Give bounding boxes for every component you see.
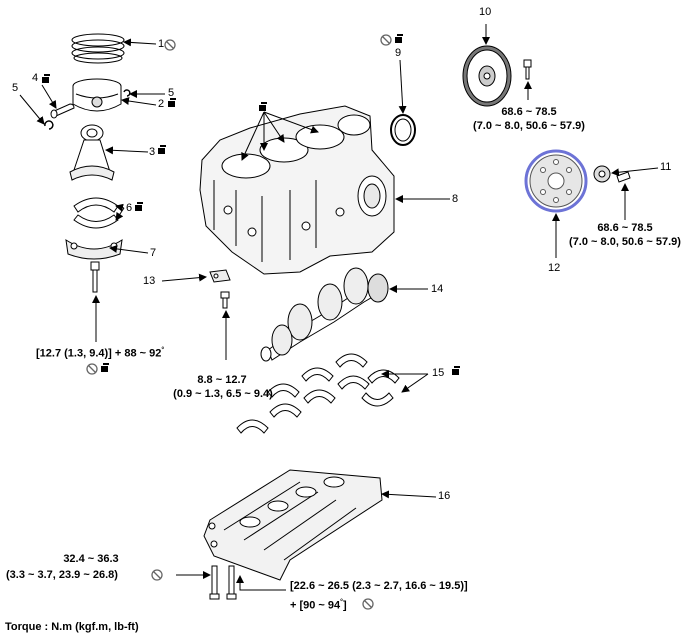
- oil-icon-4: [42, 74, 50, 83]
- piston: [72, 78, 122, 112]
- crankshaft: [260, 267, 389, 362]
- no-reuse-icon-1: [164, 39, 176, 51]
- ladder-frame-bolts: [209, 565, 237, 600]
- piston-pin: [50, 103, 75, 119]
- main-bearings: [236, 353, 400, 434]
- oil-icon-block: [259, 102, 267, 111]
- leader-lines: [19, 24, 659, 591]
- adapter-plate: [593, 165, 611, 183]
- callout-7: 7: [150, 247, 157, 259]
- torque-driveplate-line2: (7.0 ~ 8.0, 50.6 ~ 57.9): [569, 236, 681, 248]
- torque-ladder-small-line1: 32.4 ~ 36.3: [63, 553, 119, 565]
- snap-ring-right: [123, 89, 131, 97]
- no-reuse-icon-ladder-small: [151, 569, 163, 581]
- oil-icon-3: [158, 145, 166, 154]
- oil-jet-bolt: [220, 291, 230, 309]
- conrod-cap-bolt: [90, 261, 100, 293]
- oil-icon-6: [135, 202, 143, 211]
- flywheel: [462, 45, 512, 107]
- callout-2: 2: [158, 98, 165, 110]
- callout-14: 14: [431, 283, 444, 295]
- torque-driveplate-line1: 68.6 ~ 78.5: [597, 222, 653, 234]
- drive-plate: [524, 149, 588, 213]
- bracket-close: ]: [342, 599, 347, 612]
- no-reuse-icon-ladder-big: [362, 598, 374, 610]
- oil-icon-15: [452, 366, 460, 375]
- no-reuse-icon-9: [380, 34, 392, 46]
- callout-16: 16: [438, 490, 451, 502]
- torque-units-footer: Torque : N.m (kgf.m, lb-ft): [5, 621, 139, 633]
- conrod-bearings: [73, 197, 119, 229]
- callout-1: 1: [158, 38, 165, 50]
- cylinder-block: [199, 105, 395, 275]
- no-reuse-icon-conrod: [86, 363, 98, 375]
- no-reuse-icons: [86, 34, 392, 610]
- torque-oiljet-line1: 8.8 ~ 12.7: [197, 374, 247, 386]
- piston-oil-jet: [209, 269, 231, 283]
- torque-ladder-big-line2: + [90 ~ 94°]: [290, 596, 347, 613]
- torque-ladder-small-line2: (3.3 ~ 3.7, 23.9 ~ 26.8): [6, 569, 118, 581]
- degree-sign-ladder: °: [340, 599, 343, 606]
- callout-11: 11: [660, 161, 672, 173]
- torque-conrod-cap: [12.7 (1.3, 9.4)] + 88 ~ 92°: [36, 344, 164, 361]
- conrod-cap: [65, 238, 123, 260]
- torque-conrod-cap-value: [12.7 (1.3, 9.4)] + 88 ~ 92: [36, 347, 162, 360]
- piston-rings: [71, 33, 125, 64]
- snap-ring-left: [44, 120, 54, 130]
- connecting-rod: [69, 124, 115, 181]
- callout-9: 9: [395, 47, 402, 59]
- callout-3: 3: [149, 146, 156, 158]
- bedplate-ladder-frame: [203, 469, 383, 581]
- oil-icon-2: [168, 98, 176, 107]
- rear-oil-seal: [390, 114, 416, 146]
- degree-sign: °: [161, 347, 165, 354]
- torque-flywheel-line1: 68.6 ~ 78.5: [501, 106, 557, 118]
- oil-icon-9: [395, 34, 403, 43]
- oil-icon-conrod: [101, 363, 109, 372]
- callout-5-left: 5: [12, 82, 19, 94]
- callout-13: 13: [143, 275, 156, 287]
- callout-10: 10: [479, 6, 492, 18]
- torque-flywheel-line2: (7.0 ~ 8.0, 50.6 ~ 57.9): [473, 120, 585, 132]
- torque-ladder-big-value: + [90 ~ 94: [290, 599, 341, 612]
- callout-6: 6: [126, 202, 133, 214]
- callout-5-right: 5: [168, 87, 175, 99]
- callout-4: 4: [32, 72, 39, 84]
- torque-ladder-big-line1: [22.6 ~ 26.5 (2.3 ~ 2.7, 16.6 ~ 19.5)]: [290, 580, 468, 592]
- oil-icons: [42, 34, 460, 375]
- flywheel-bolt: [523, 59, 532, 80]
- callout-15: 15: [432, 367, 445, 379]
- callout-12: 12: [548, 262, 561, 274]
- callout-8: 8: [452, 193, 459, 205]
- drive-plate-bolt: [616, 171, 631, 183]
- torque-oiljet-line2: (0.9 ~ 1.3, 6.5 ~ 9.4): [173, 388, 273, 400]
